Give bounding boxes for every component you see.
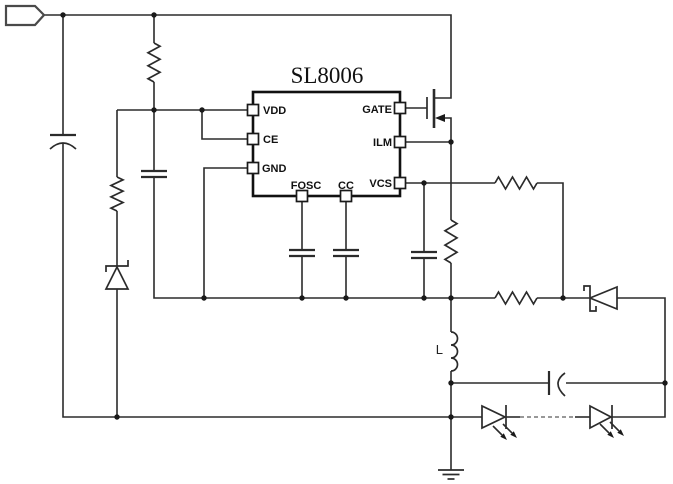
vdd-feed-resistor	[146, 42, 162, 83]
vcs-filter-capacitor	[411, 250, 437, 260]
pin-cc	[339, 189, 353, 203]
pin-ilm	[393, 135, 407, 149]
mosfet-source-arrow-icon	[435, 114, 445, 122]
junction-dots	[60, 12, 668, 420]
ground-symbol	[438, 469, 464, 480]
pin-ce	[246, 132, 260, 146]
led-1	[481, 404, 517, 440]
power-mosfet	[426, 89, 445, 128]
cap-curved-plate	[557, 372, 566, 397]
wires	[44, 14, 666, 470]
cap-curved-plate	[49, 142, 77, 150]
vcs-filter-resistor	[494, 175, 538, 191]
schottky-diode	[583, 285, 618, 312]
connector-plug-icon	[4, 4, 46, 27]
wire-top-rail	[44, 14, 452, 99]
capacitors	[49, 133, 566, 397]
pin-label-ilm: ILM	[373, 137, 392, 149]
ic-sl8006: SL8006 VDD CE GND GATE ILM VCS FOSC CC	[246, 63, 407, 203]
wire-right-vertical	[612, 297, 666, 418]
pin-label-vdd: VDD	[263, 105, 286, 117]
pin-label-ce: CE	[263, 134, 278, 146]
pin-label-gnd: GND	[262, 163, 287, 175]
pin-label-fosc: FOSC	[291, 180, 322, 192]
wire-vcs-corner	[537, 182, 564, 298]
inductor-coil	[450, 331, 459, 372]
pin-label-gate: GATE	[362, 104, 392, 116]
zener-diode	[104, 260, 130, 290]
wire-source	[445, 117, 452, 220]
feedback-resistor	[494, 290, 538, 306]
led-2	[589, 404, 624, 438]
pin-vcs	[393, 176, 407, 190]
inductor-label: L	[436, 342, 443, 357]
led-emission-arrows-icon	[492, 423, 517, 440]
input-electrolytic-capacitor	[49, 133, 77, 150]
led-triangle	[481, 404, 507, 430]
led-emission-arrows-icon	[599, 421, 624, 438]
led-triangle	[589, 404, 613, 430]
cc-capacitor	[333, 248, 359, 258]
vdd-decoupling-capacitor	[141, 169, 167, 179]
pin-gate	[393, 101, 407, 115]
fosc-capacitor	[289, 248, 315, 258]
pin-label-cc: CC	[338, 180, 354, 192]
wire-ce-pin	[201, 110, 248, 140]
resistors	[109, 42, 538, 306]
wire-gnd-bus-left	[153, 177, 495, 299]
wire-input-cap-bottom	[62, 143, 451, 418]
current-sense-resistor	[443, 219, 459, 264]
input-connector	[4, 4, 46, 27]
inductor: L	[436, 331, 459, 372]
output-electrolytic-capacitor	[547, 371, 566, 397]
pin-fosc	[295, 189, 309, 203]
pin-vdd	[246, 103, 260, 117]
zener-triangle	[104, 265, 130, 290]
ic-title: SL8006	[291, 63, 364, 88]
zener-series-resistor	[109, 176, 125, 212]
pin-gnd	[246, 161, 260, 175]
pin-label-vcs: VCS	[369, 178, 392, 190]
wire-gnd-pin	[203, 167, 248, 298]
schottky-triangle	[587, 285, 618, 311]
